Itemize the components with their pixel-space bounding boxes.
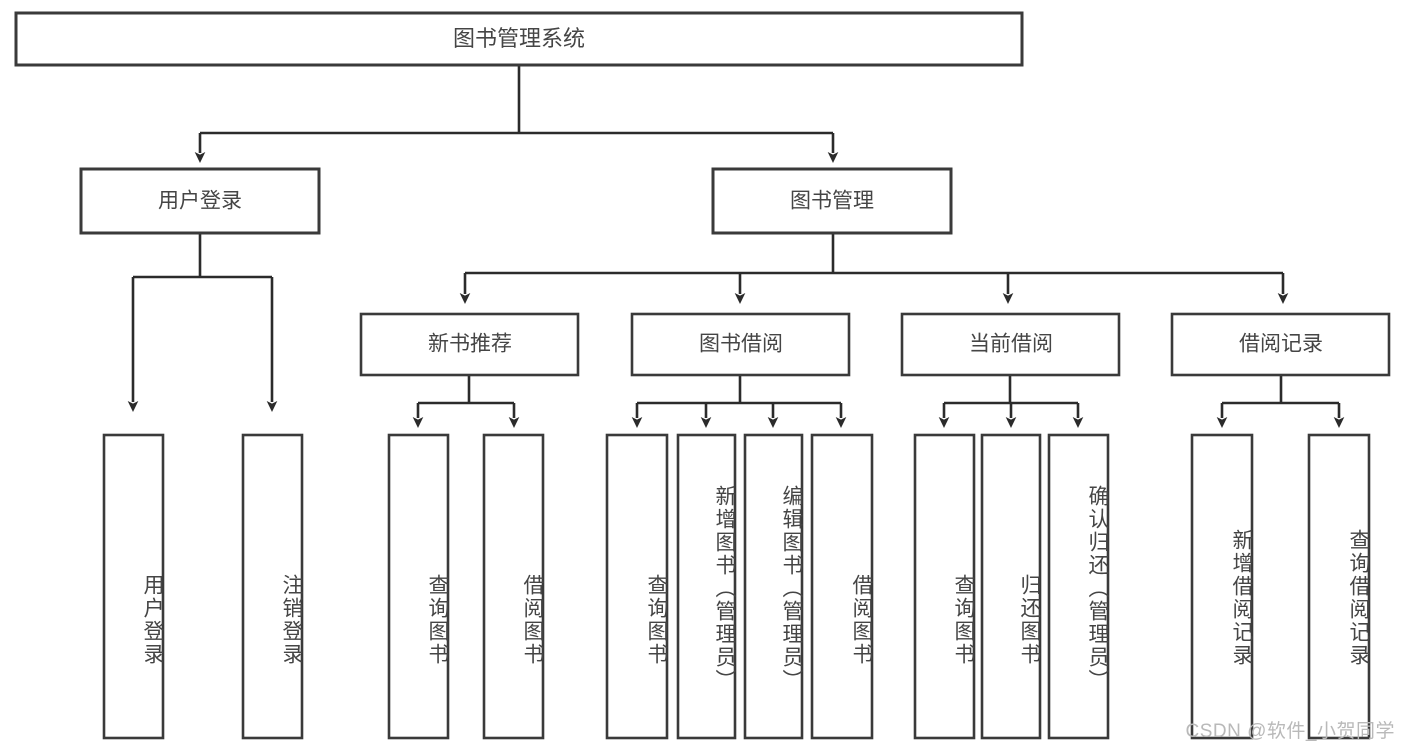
- node-box-user-login[interactable]: [79, 167, 321, 235]
- node-box-leaf-return-book[interactable]: [980, 433, 1042, 740]
- node-box-leaf-query-record[interactable]: [1307, 433, 1371, 740]
- node-label-book-manage: 图书管理: [790, 190, 874, 213]
- connector-layer: [127, 66, 1345, 428]
- node-label-current-borrow: 当前借阅: [969, 333, 1053, 356]
- node-layer: 图书管理系统 用户登录 图书管理 新书推荐 图书借阅 当前借阅 借阅记录: [14, 11, 1391, 740]
- node-label-book-borrow: 图书借阅: [699, 333, 783, 356]
- node-box-leaf-edit-book[interactable]: [743, 433, 804, 740]
- node-box-book-borrow[interactable]: [630, 312, 851, 377]
- node-box-current-borrow[interactable]: [900, 312, 1121, 377]
- node-box-leaf-query-book-2[interactable]: [605, 433, 669, 740]
- node-label-user-login: 用户登录: [158, 190, 242, 213]
- node-box-leaf-query-book-1[interactable]: [387, 433, 450, 740]
- node-label-borrow-record: 借阅记录: [1239, 333, 1323, 356]
- node-box-new-book-recommend[interactable]: [359, 312, 580, 377]
- node-label-new-book-recommend: 新书推荐: [428, 333, 512, 356]
- node-box-leaf-user-login[interactable]: [102, 433, 165, 740]
- node-box-root[interactable]: [14, 11, 1024, 67]
- node-box-borrow-record[interactable]: [1170, 312, 1391, 377]
- node-box-leaf-borrow-book-1[interactable]: [482, 433, 545, 740]
- node-box-leaf-user-logout[interactable]: [241, 433, 304, 740]
- node-box-leaf-borrow-book-2[interactable]: [810, 433, 874, 740]
- node-box-leaf-add-record[interactable]: [1190, 433, 1254, 740]
- node-box-leaf-add-book[interactable]: [676, 433, 737, 740]
- node-box-leaf-confirm-return[interactable]: [1047, 433, 1110, 740]
- watermark-text: CSDN @软件_小贺同学: [1185, 721, 1395, 742]
- node-box-book-manage[interactable]: [711, 167, 953, 235]
- node-label-root: 图书管理系统: [453, 26, 585, 51]
- node-box-leaf-query-book-3[interactable]: [913, 433, 976, 740]
